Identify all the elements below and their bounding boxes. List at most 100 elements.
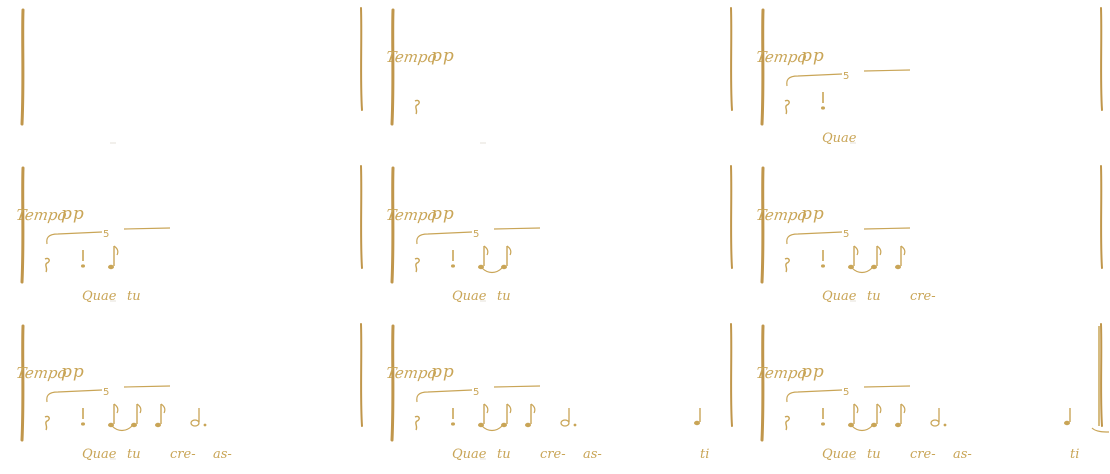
- note-head: [1064, 420, 1070, 426]
- tuplet-bracket-left: [786, 73, 843, 87]
- tempo-marking: Tempo: [754, 48, 808, 66]
- frame-divider-line: [360, 323, 363, 427]
- tuplet-bracket-right: [123, 385, 171, 388]
- note-head: [501, 422, 507, 428]
- frame-canvas: [390, 7, 733, 144]
- eighth-rest-glyph: [44, 257, 50, 273]
- note-head: [451, 422, 455, 426]
- tuplet-bracket-right: [493, 227, 541, 230]
- tempo-marking: Tempo: [754, 206, 808, 224]
- system-barline: [390, 8, 395, 126]
- tuplet-bracket-right: [493, 385, 541, 388]
- note-flag: [136, 403, 142, 414]
- tie-slur: [481, 267, 503, 274]
- lyric-syllable: Quae: [452, 289, 487, 304]
- note-flag: [900, 245, 906, 256]
- animation-frame: [0, 0, 370, 158]
- system-barline: [20, 166, 25, 284]
- note-head: [560, 419, 570, 427]
- lyric-syllable: ti: [700, 447, 710, 462]
- frame-divider-line: [1100, 7, 1103, 111]
- tie-slur: [111, 425, 133, 432]
- frame-canvas: [760, 165, 1103, 302]
- lyric-syllable: cre-: [540, 447, 566, 462]
- system-barline: [760, 324, 765, 442]
- lyric-syllable: tu: [127, 289, 141, 304]
- tuplet-bracket-right: [863, 385, 911, 388]
- note-flag: [900, 403, 906, 414]
- note-flag: [876, 403, 882, 414]
- tuplet-bracket-right: [123, 227, 171, 230]
- tuplet-number: 5: [103, 229, 110, 240]
- lyric-syllable: cre-: [170, 447, 196, 462]
- lyric-syllable: as-: [213, 447, 232, 462]
- lyric-syllable: tu: [867, 447, 881, 462]
- tuplet-number: 5: [473, 387, 480, 398]
- note-head: [155, 422, 161, 428]
- lyric-syllable: Quae: [452, 447, 487, 462]
- eighth-rest-glyph: [784, 415, 790, 431]
- note-head: [190, 419, 200, 427]
- note-flag: [530, 403, 536, 414]
- eighth-rest-glyph: [784, 257, 790, 273]
- tempo-marking: Tempo: [384, 206, 438, 224]
- lyric-syllable: tu: [497, 289, 511, 304]
- lyric-syllable: Quae: [82, 289, 117, 304]
- frame-canvas: [20, 7, 363, 144]
- note-flag: [160, 403, 166, 414]
- note-head: [871, 422, 877, 428]
- frame-canvas: [20, 323, 363, 460]
- system-barline: [760, 166, 765, 284]
- frame-divider-line: [730, 7, 733, 111]
- frame-divider-line: [1100, 165, 1103, 269]
- augmentation-dot: [573, 423, 577, 427]
- note-flag: [483, 245, 489, 256]
- note-head: [451, 264, 455, 268]
- tuplet-bracket-right: [863, 227, 911, 230]
- note-head: [131, 422, 137, 428]
- final-barline-stub: [1091, 427, 1110, 433]
- tie-slur: [851, 425, 873, 432]
- note-head: [525, 422, 531, 428]
- frame-divider-line: [730, 165, 733, 269]
- dynamic-marking: pp: [801, 46, 825, 66]
- tuplet-bracket-left: [46, 389, 103, 403]
- frame-canvas: [390, 323, 733, 460]
- tuplet-number: 5: [843, 71, 850, 82]
- lyric-syllable: tu: [497, 447, 511, 462]
- note-head: [81, 264, 85, 268]
- lyric-syllable: as-: [953, 447, 972, 462]
- note-head: [108, 264, 114, 270]
- lyric-syllable: ti: [1070, 447, 1080, 462]
- tuplet-bracket: [46, 227, 171, 245]
- dynamic-marking: pp: [431, 204, 455, 224]
- frame-canvas: [760, 7, 1103, 144]
- eighth-rest-glyph: [44, 415, 50, 431]
- lyric-syllable: cre-: [910, 289, 936, 304]
- lyric-syllable: cre-: [910, 447, 936, 462]
- note-head: [930, 419, 940, 427]
- dynamic-marking: pp: [801, 204, 825, 224]
- note-head: [871, 264, 877, 270]
- note-flag: [506, 245, 512, 256]
- tuplet-bracket-right: [863, 69, 911, 72]
- eighth-rest-glyph: [414, 415, 420, 431]
- tuplet-number: 5: [473, 229, 480, 240]
- dynamic-marking: pp: [801, 362, 825, 382]
- tuplet-bracket: [416, 385, 541, 403]
- tuplet-bracket-left: [46, 231, 103, 245]
- tuplet-bracket: [786, 385, 911, 403]
- frame-divider-line: [730, 323, 733, 427]
- note-head: [694, 420, 700, 426]
- note-head: [821, 422, 825, 426]
- note-flag: [853, 245, 859, 256]
- tie-slur: [481, 425, 503, 432]
- system-barline: [20, 8, 25, 126]
- tempo-marking: Tempo: [754, 364, 808, 382]
- system-barline: [20, 324, 25, 442]
- dynamic-marking: pp: [431, 46, 455, 66]
- tuplet-bracket-left: [416, 231, 473, 245]
